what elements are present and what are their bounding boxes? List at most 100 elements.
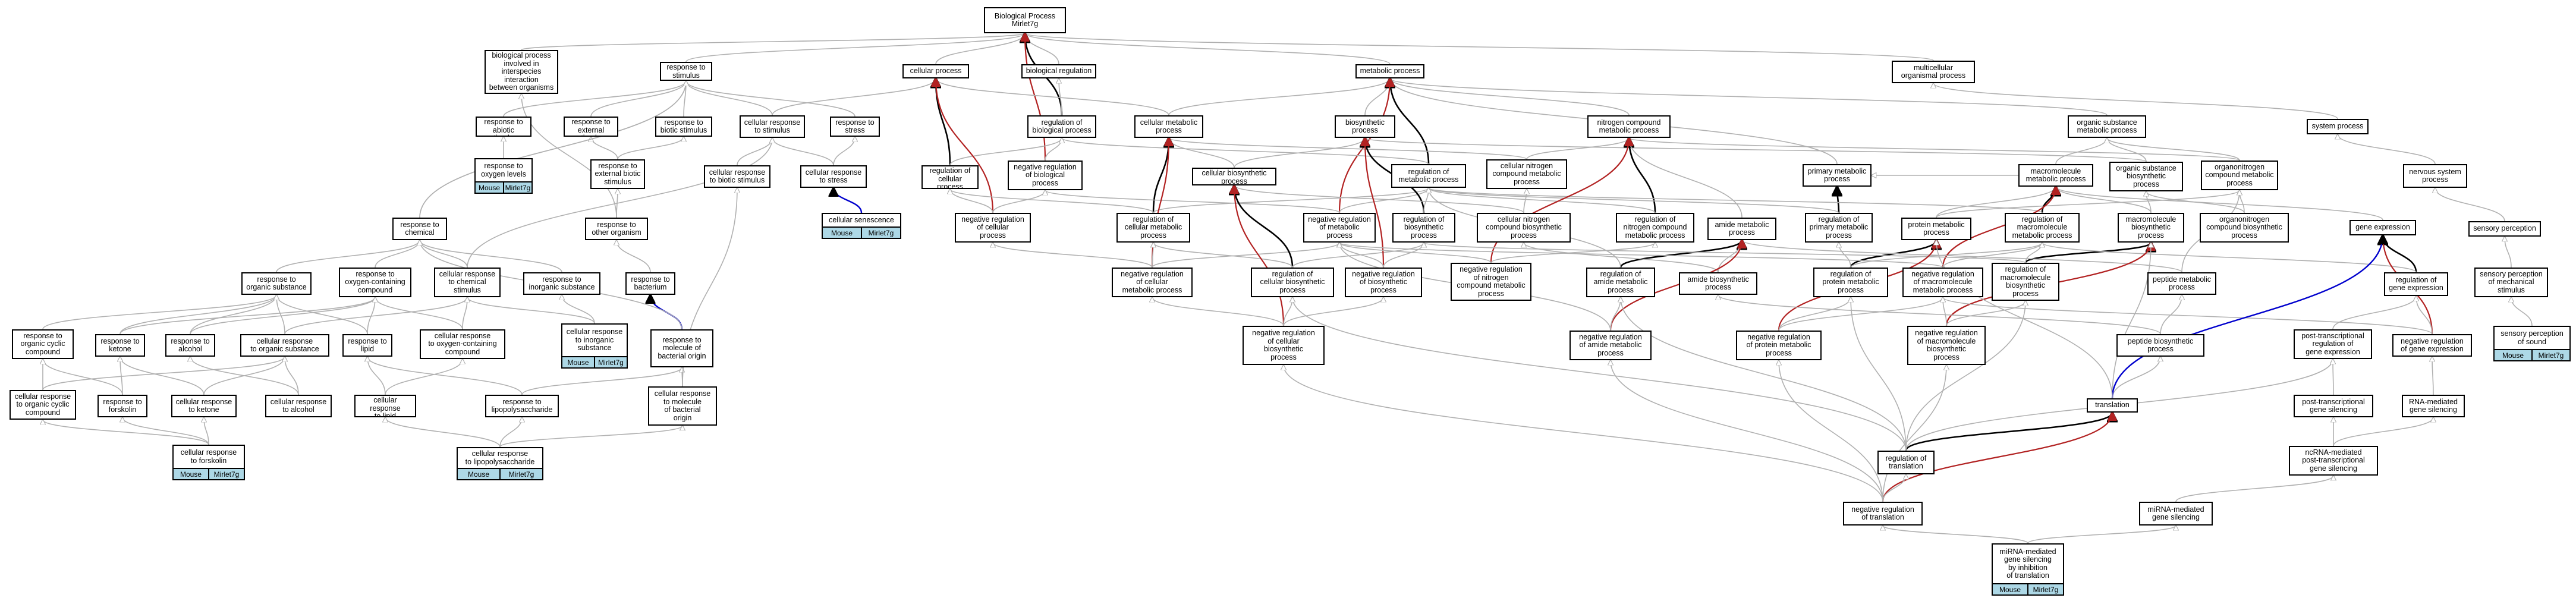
go-term-node-gene-expression[interactable]: gene expression [2349,220,2416,235]
go-term-node-neg-reg-protein-metabolic[interactable]: negative regulation of protein metabolic… [1736,331,1822,360]
go-term-node-system-process[interactable]: system process [2307,119,2369,134]
go-term-node-reg-cell-metabolic[interactable]: regulation of cellular metabolic process [1116,213,1190,243]
go-term-node-neg-reg-gene-expression[interactable]: negative regulation of gene expression [2392,334,2472,357]
species-badge[interactable]: Mouse [823,228,861,238]
go-term-node-bp[interactable]: Biological Process Mirlet7g [984,7,1066,33]
go-term-node-reg-cell-biosynthetic[interactable]: regulation of cellular biosynthetic proc… [1251,268,1334,297]
go-term-node-resp-stim[interactable]: response to stimulus [660,62,712,81]
go-term-node-macromolecule-biosynthetic[interactable]: macromolecule biosynthetic process [2118,213,2184,243]
go-term-node-peptide-biosynthetic[interactable]: peptide biosynthetic process [2116,334,2204,357]
go-term-node-resp-forskolin[interactable]: response to forskolin [97,395,147,417]
go-term-node-cell-resp-oxygen-compound[interactable]: cellular response to oxygen-containing c… [420,329,505,359]
go-term-node-primary-metabolic[interactable]: primary metabolic process [1803,164,1872,187]
go-term-node-amide-biosynthetic[interactable]: amide biosynthetic process [1679,272,1757,295]
species-badge[interactable]: Mouse [476,182,503,193]
go-term-node-cell-resp-inorganic[interactable]: cellular response to inorganic substance… [561,323,628,369]
go-term-node-neg-reg-macromolecule-biosynthetic[interactable]: negative regulation of macromolecule bio… [1907,326,1986,365]
go-term-node-post-transcriptional-silencing[interactable]: post-transcriptional gene silencing [2294,395,2373,417]
go-term-node-cell-resp-stress[interactable]: cellular response to stress [800,165,867,188]
go-term-node-reg-protein-metabolic[interactable]: regulation of protein metabolic process [1813,268,1888,297]
go-term-node-neg-reg-nitrogen-metabolic[interactable]: negative regulation of nitrogen compound… [1451,263,1531,301]
go-term-node-resp-stress[interactable]: response to stress [830,117,880,137]
go-term-node-resp-organic-subst[interactable]: response to organic substance [241,272,312,295]
go-term-node-cell-resp-chemical[interactable]: cellular response to chemical stimulus [434,268,501,297]
go-term-node-organonitrogen-biosynthetic[interactable]: organonitrogen compound biosynthetic pro… [2200,213,2289,243]
go-term-node-ncrna-silencing[interactable]: ncRNA-mediated post-transcriptional gene… [2289,446,2378,476]
go-term-node-amide-metabolic[interactable]: amide metabolic process [1707,218,1776,240]
go-term-node-reg-macromolecule-metabolic[interactable]: regulation of macromolecule metabolic pr… [2005,213,2080,243]
gene-badge[interactable]: Mirlet7g [2027,584,2063,594]
go-term-node-neg-reg-cell-process[interactable]: negative regulation of cellular process [955,213,1031,243]
go-term-node-organonitrogen-metabolic[interactable]: organonitrogen compound metabolic proces… [2201,161,2278,190]
go-term-node-cell-nitrogen-metabolic[interactable]: cellular nitrogen compound metabolic pro… [1486,159,1567,189]
go-term-node-neg-reg-metabolic[interactable]: negative regulation of metabolic process [1303,213,1376,243]
gene-badge[interactable]: Mirlet7g [499,469,542,479]
go-term-node-cell-resp-biotic[interactable]: cellular response to biotic stimulus [704,165,770,188]
go-term-node-cell-metabolic[interactable]: cellular metabolic process [1134,115,1203,138]
go-term-node-biosynthetic[interactable]: biosynthetic process [1335,115,1395,138]
go-term-node-resp-abiotic[interactable]: response to abiotic stimulus [476,117,531,137]
go-term-node-neg-reg-biosynthetic[interactable]: negative regulation of biosynthetic proc… [1345,268,1422,297]
go-term-node-nervous-system[interactable]: nervous system process [2403,164,2467,188]
go-term-node-reg-bio-process[interactable]: regulation of biological process [1027,115,1096,138]
go-term-node-reg-translation[interactable]: regulation of translation [1877,451,1935,474]
go-term-node-cell-resp-organic-subst[interactable]: cellular response to organic substance [240,334,329,357]
go-term-node-resp-lps[interactable]: response to lipopolysaccharide [485,395,559,417]
go-term-node-reg-primary-metabolic[interactable]: regulation of primary metabolic process [1805,213,1873,243]
go-term-node-resp-molecule-bacterial[interactable]: response to molecule of bacterial origin [650,329,713,367]
go-term-node-nitrogen-compound-metabolic[interactable]: nitrogen compound metabolic process [1587,115,1671,138]
gene-badge[interactable]: Mirlet7g [861,228,900,238]
go-term-node-translation[interactable]: translation [2087,398,2138,413]
go-term-node-cell-resp-stim[interactable]: cellular response to stimulus [740,115,805,138]
go-term-node-cell-resp-organic-cyclic[interactable]: cellular response to organic cyclic comp… [10,390,76,420]
go-term-node-macromolecule-metabolic[interactable]: macromolecule metabolic process [2018,164,2093,187]
go-term-node-multicellular[interactable]: multicellular organismal process [1892,61,1975,83]
go-term-node-cell-nitrogen-biosynthetic[interactable]: cellular nitrogen compound biosynthetic … [1477,213,1571,243]
go-term-node-reg-gene-expression[interactable]: regulation of gene expression [2384,272,2448,296]
go-term-node-sensory-perception[interactable]: sensory perception [2468,221,2541,237]
go-term-node-reg-amide-metabolic[interactable]: regulation of amide metabolic process [1586,268,1655,297]
gene-badge[interactable]: Mirlet7g [594,357,627,367]
go-term-node-cell-resp-molecule-bacterial[interactable]: cellular response to molecule of bacteri… [648,386,717,426]
gene-badge[interactable]: Mirlet7g [503,182,531,193]
go-term-node-cell-resp-ketone[interactable]: cellular response to ketone [171,395,237,417]
go-term-node-reg-macromolecule-biosynthetic[interactable]: regulation of macromolecule biosynthetic… [1992,263,2059,301]
go-term-node-resp-oxygen-compound[interactable]: response to oxygen-containing compound [339,268,411,297]
go-term-node-resp-lipid[interactable]: response to lipid [342,334,392,357]
go-term-node-protein-metabolic[interactable]: protein metabolic process [1901,218,1971,240]
go-term-node-resp-inorganic[interactable]: response to inorganic substance [523,272,600,295]
go-term-node-organic-subst-metabolic[interactable]: organic substance metabolic process [2068,115,2146,138]
species-badge[interactable]: Mouse [174,469,208,479]
go-term-node-reg-cell-process[interactable]: regulation of cellular process [921,165,979,189]
go-term-node-resp-bacterium[interactable]: response to bacterium [625,272,675,295]
go-term-node-peptide-metabolic[interactable]: peptide metabolic process [2147,272,2216,295]
go-term-node-interspecies[interactable]: biological process involved in interspec… [485,50,558,94]
species-badge[interactable]: Mouse [458,469,499,479]
go-term-node-reg-biosynthetic[interactable]: regulation of biosynthetic process [1392,213,1455,243]
go-term-node-resp-ext-biotic[interactable]: response to external biotic stimulus [590,159,645,189]
go-term-node-neg-reg-translation[interactable]: negative regulation of translation [1843,502,1923,526]
go-term-node-neg-reg-bio-process[interactable]: negative regulation of biological proces… [1008,161,1083,190]
go-term-node-resp-organic-cyclic[interactable]: response to organic cyclic compound [12,329,74,359]
go-term-node-mirna-inhibition-translation[interactable]: miRNA-mediated gene silencing by inhibit… [1992,543,2064,596]
go-term-node-reg-metabolic-process[interactable]: regulation of metabolic process [1391,164,1466,188]
go-term-node-neg-reg-amide-metabolic[interactable]: negative regulation of amide metabolic p… [1569,331,1652,360]
go-term-node-metabolic-process[interactable]: metabolic process [1355,64,1424,78]
go-term-node-resp-biotic[interactable]: response to biotic stimulus [655,117,712,137]
go-term-node-reg-nitrogen-metabolic[interactable]: regulation of nitrogen compound metaboli… [1616,213,1694,243]
species-badge[interactable]: Mouse [2495,350,2531,360]
go-term-node-neg-reg-macromolecule-metabolic[interactable]: negative regulation of macromolecule met… [1902,268,1983,297]
go-term-node-resp-other-organism[interactable]: response to other organism [585,218,648,240]
go-term-node-sensory-mech[interactable]: sensory perception of mechanical stimulu… [2474,268,2548,297]
gene-badge[interactable]: Mirlet7g [2531,350,2569,360]
go-term-node-cell-resp-lipid[interactable]: cellular response to lipid [354,395,416,417]
go-term-node-resp-external[interactable]: response to external stimulus [564,117,618,137]
go-term-node-neg-reg-cell-metabolic[interactable]: negative regulation of cellular metaboli… [1112,268,1193,297]
go-term-node-resp-chemical[interactable]: response to chemical [392,218,447,240]
go-term-node-organic-subst-biosynthetic[interactable]: organic substance biosynthetic process [2109,162,2183,191]
